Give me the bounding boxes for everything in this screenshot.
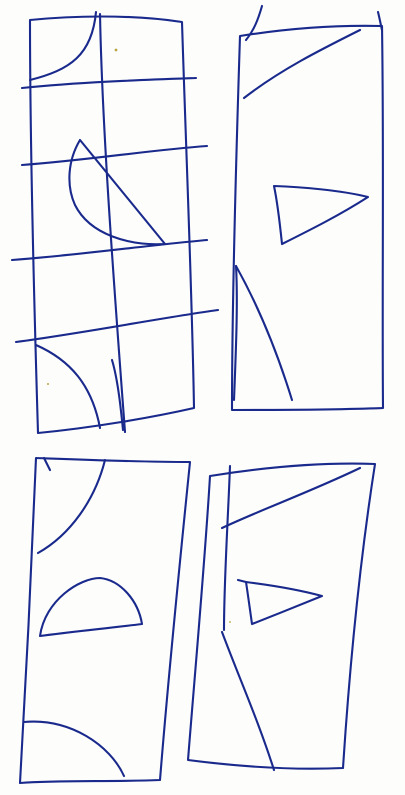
panel-bottom-left-small-stroke	[44, 458, 50, 470]
panel-bottom-right-frame	[188, 464, 375, 769]
panel-top-right-diagonal	[244, 30, 360, 98]
panel-bottom-right-diagonal	[222, 468, 360, 528]
panel-top-right	[232, 6, 383, 410]
panel-top-right-wedge-base	[234, 266, 237, 400]
panel-bottom-right-tick	[238, 580, 246, 582]
panel-bottom-left	[20, 458, 190, 783]
panel-top-left-gridline-1	[22, 78, 196, 88]
paper-speck	[229, 621, 231, 623]
panel-top-right-corner-stroke	[378, 12, 382, 30]
panel-top-left-gridline-2	[22, 146, 207, 165]
panel-bottom-left-bottom-arc	[24, 722, 124, 776]
panel-bottom-left-corner-arc	[38, 460, 105, 553]
panel-bottom-right-bottom-diagonal	[222, 632, 274, 770]
panel-top-left-corner-arc	[30, 12, 96, 80]
panel-top-left-bottom-arc	[36, 345, 100, 428]
panel-bottom-left-frame	[20, 458, 190, 783]
panel-top-left	[12, 12, 218, 433]
paper-speck	[115, 49, 118, 52]
panel-bottom-right	[188, 464, 375, 770]
panel-bottom-right-vertical	[224, 466, 230, 630]
panel-top-left-vertical-line	[100, 14, 125, 432]
panel-top-left-gridline-3	[12, 240, 207, 260]
panel-bottom-right-triangle	[246, 582, 322, 624]
panel-top-right-triangle	[274, 186, 368, 244]
panel-top-right-bottom-wedge	[236, 266, 292, 400]
panel-bottom-left-semicircle	[40, 578, 142, 636]
panel-top-right-frame	[232, 26, 383, 410]
paper-speck	[47, 383, 49, 385]
